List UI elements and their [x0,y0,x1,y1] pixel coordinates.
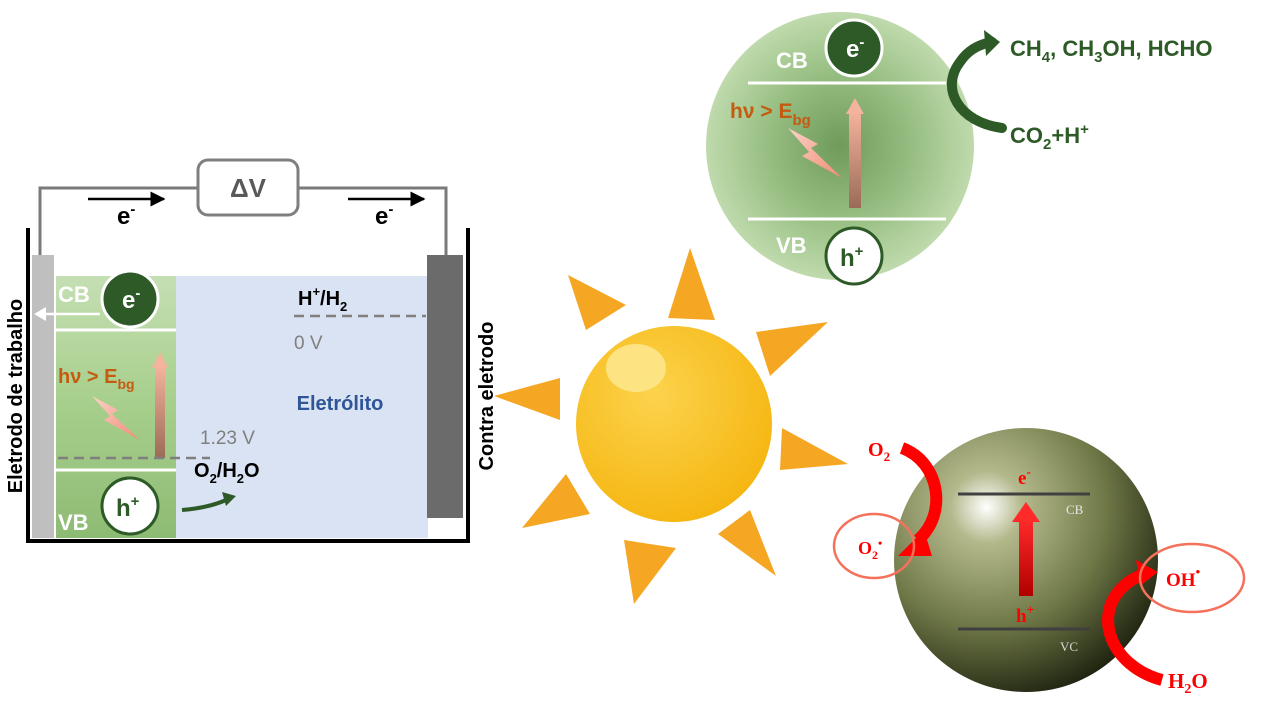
electron-symbol: e- [846,34,864,63]
hole-symbol: h+ [840,243,864,272]
products-label: CH4, CH3OH, HCHO [1010,36,1212,66]
radical-generation-panel: CB VC e- h+ O2 O2• OH• H2O [832,428,1246,697]
working-electrode-label: Eletrodo de trabalho [5,299,27,493]
electron-label-left: e- [117,201,135,230]
cell-container [26,228,470,543]
excitation-arrow-head [846,98,864,114]
electron-circle [100,269,160,329]
co2-conversion-arrowhead [984,30,1000,56]
hole-circle [824,226,884,286]
oxidation-arrow [181,498,227,512]
electron-circle [824,18,884,78]
electron-symbol: e- [122,285,140,314]
lightning-bolt-icon [788,128,842,178]
external-wire [38,186,448,255]
sun-highlight [606,344,666,392]
water-oxidation-arrow [1102,568,1164,686]
cb-label: CB [1066,502,1084,517]
water-label: H2O [1168,669,1208,697]
sun-ray [522,474,590,528]
sun-icon [494,248,848,604]
sun-ray [718,510,776,576]
sun-ray [668,248,715,320]
counter-electrode [427,255,463,518]
cb-label: CB [776,48,808,73]
working-electrode [32,255,54,538]
vb-label: VB [776,233,807,258]
o2-couple-label: O2/H2O [194,460,260,486]
electrochemical-cell: ΔV e- e- CB VB e- h+ hν > Ebg H+/H2 0 V [5,158,498,543]
hole-label: h+ [1016,602,1034,627]
sun-ray [756,322,828,376]
electron-flow-arrowhead [34,307,46,321]
sun-ray [780,428,848,470]
sun-ray [624,540,676,604]
photocatalyst-particle [706,12,974,280]
excitation-arrow-shaft [1019,520,1033,596]
superoxide-circle [832,512,916,580]
sun-ray [494,378,560,420]
oxidation-arrowhead [222,492,236,506]
voltage-label: ΔV [230,173,267,203]
voltage-source-box [196,158,300,217]
excitation-arrow-head [152,352,168,368]
superoxide-label: O2• [858,536,882,562]
o2-reduction-arrow [899,442,943,545]
electron-label-right: e- [375,201,393,230]
hydroxyl-label: OH• [1166,564,1201,591]
co2-conversion-arrow [946,37,1007,133]
sun-ray [568,275,626,330]
vc-label: VC [1060,639,1078,654]
excitation-arrow-shaft [849,112,861,208]
zero-v-label: 0 V [294,333,323,354]
excitation-arrow-head [1012,502,1040,522]
sun-disk [576,326,772,522]
counter-electrode-label: Contra eletrodo [476,322,498,471]
cb-label: CB [58,282,90,307]
photon-energy-label: hν > Ebg [58,366,135,392]
h2-couple-label: H+/H2 [298,284,347,314]
photon-energy-label: hν > Ebg [730,100,811,129]
hole-circle [100,476,160,536]
co2-reduction-panel: CB VB e- h+ hν > Ebg CH4, CH3OH, HCHO CO… [706,12,1212,286]
lightning-bolt-icon [92,396,140,440]
hole-symbol: h+ [116,493,140,522]
reactants-label: CO2+H+ [1010,121,1089,153]
hydroxyl-circle [1138,542,1246,614]
electrolyte-label: Eletrólito [297,393,384,415]
electron-label: e- [1018,464,1031,489]
excitation-arrow-shaft [155,366,165,458]
vb-label: VB [58,510,89,535]
o2-level-voltage: 1.23 V [200,428,255,449]
o2-label: O2 [868,439,890,464]
